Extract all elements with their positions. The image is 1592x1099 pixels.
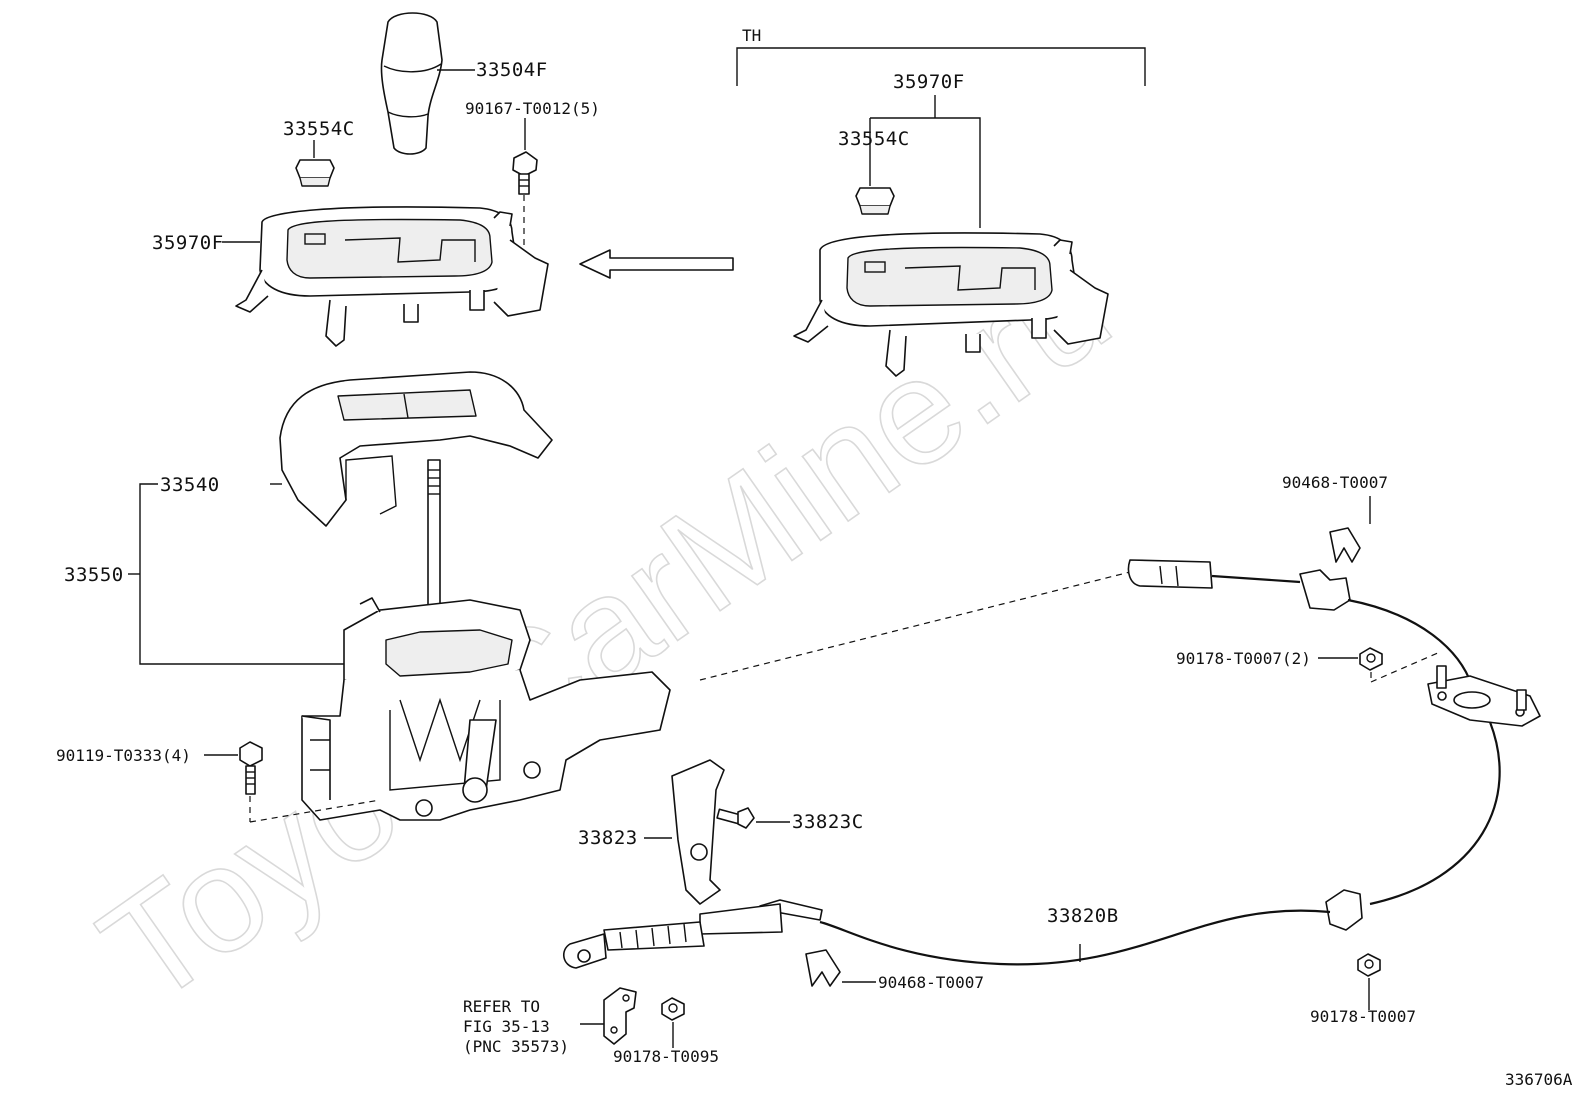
dash-shifter-cable [699, 571, 1131, 681]
shift-cable [563, 559, 1541, 969]
clip-right [855, 117, 981, 228]
label-clip-top-right: 90468-T0007 [1282, 473, 1388, 492]
clip-top-right [1329, 496, 1371, 563]
label-bracket: 33823 [578, 827, 638, 849]
label-nut-mid-right: 90178-T0007(2) [1176, 649, 1311, 668]
bezel-right [793, 232, 1109, 377]
shifter-base [128, 483, 671, 821]
label-clip-right: 33554C [838, 128, 910, 150]
variant-bracket: TH [736, 26, 1146, 86]
label-screw-top: 90167-T0012(5) [465, 99, 600, 118]
label-clip-left: 33554C [283, 118, 355, 140]
nut-bottom [661, 997, 685, 1048]
lower-bracket [580, 987, 637, 1045]
variant-label: TH [742, 26, 761, 45]
screw-top [512, 118, 538, 300]
bezel-left [222, 206, 549, 347]
arrow-left [579, 249, 734, 279]
label-bezel-left: 35970F [152, 232, 224, 254]
housing-cover [270, 371, 553, 527]
label-bolt-left: 90119-T0333(4) [56, 746, 191, 765]
clip-bottom-mid [805, 949, 876, 987]
refer-line-2: FIG 35-13 [463, 1017, 550, 1036]
bracket-bolt [716, 807, 790, 829]
label-cable: 33820B [1047, 905, 1119, 927]
label-housing-cover: 33540 [160, 474, 220, 496]
figure-id: 336706A [1505, 1070, 1573, 1089]
label-bracket-bolt: 33823C [792, 811, 864, 833]
label-knob: 33504F [476, 59, 548, 81]
refer-line-3: (PNC 35573) [463, 1037, 569, 1056]
refer-line-1: REFER TO [463, 997, 540, 1016]
label-nut-bottom: 90178-T0095 [613, 1047, 719, 1066]
label-bezel-right: 35970F [893, 71, 965, 93]
clip-left [295, 140, 335, 187]
bolt-left [204, 741, 381, 823]
shift-rod [427, 459, 441, 631]
label-clip-bottom-mid: 90468-T0007 [878, 973, 984, 992]
nut-bottom-right [1357, 953, 1381, 1010]
bracket [644, 759, 725, 905]
shift-knob [380, 12, 475, 155]
nut-mid-right [1318, 647, 1441, 683]
label-shifter-assy: 33550 [64, 564, 124, 586]
label-nut-bottom-right: 90178-T0007 [1310, 1007, 1416, 1026]
